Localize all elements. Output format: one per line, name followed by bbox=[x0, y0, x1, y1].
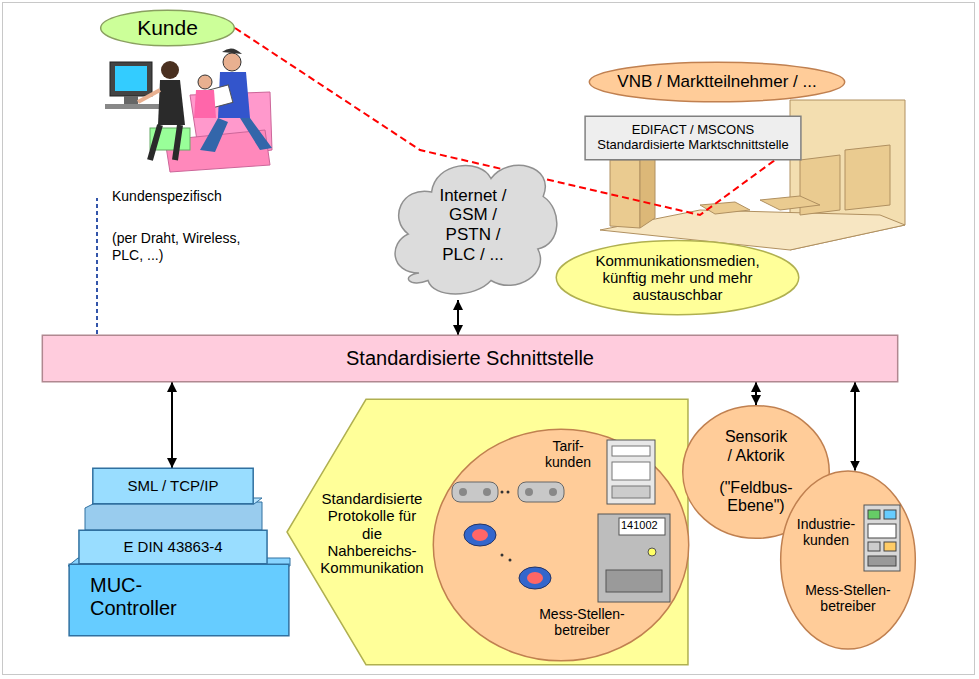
cloud-shape bbox=[395, 165, 557, 294]
text-group: Standardisierte Schnittstelle bbox=[38, 335, 902, 382]
node-text: MUC- Controller bbox=[90, 574, 210, 620]
ellipse-node: Tarif- kundenMess-Stellen- betreiber bbox=[432, 428, 690, 662]
note-label: (per Draht, Wireless, PLC, ...) bbox=[112, 230, 257, 264]
text-group: Kommunikationsmedien, künftig mehr und m… bbox=[555, 240, 800, 315]
node-text: E DIN 43863-4 bbox=[123, 538, 222, 555]
ellipse-shape bbox=[433, 429, 688, 661]
rect-shape bbox=[69, 564, 289, 635]
rect-shape bbox=[585, 116, 801, 160]
text-group: E DIN 43863-4 bbox=[78, 530, 268, 564]
hex-node: Standardisierte Protokolle für die Nahbe… bbox=[285, 398, 690, 666]
ellipse-shape bbox=[556, 240, 799, 314]
text-group: VNB / Marktteilnehmer / ... bbox=[588, 62, 846, 102]
node-text: ("Feldbus- Ebene") bbox=[711, 479, 801, 516]
ellipse-shape bbox=[781, 471, 916, 649]
ellipse-shape bbox=[101, 10, 235, 46]
rect-shape bbox=[93, 468, 253, 504]
text-group: EDIFACT / MSCONSStandardisierte Marktsch… bbox=[584, 116, 802, 160]
ellipse-node: Kunde bbox=[100, 10, 235, 46]
node-text: Standardisierte Protokolle für die Nahbe… bbox=[317, 490, 427, 576]
node-text: VNB / Marktteilnehmer / ... bbox=[617, 72, 816, 92]
double-arrow bbox=[854, 382, 856, 471]
node-text: Kunde bbox=[137, 16, 198, 40]
node-box: MUC- Controller bbox=[68, 564, 290, 636]
node-text: SML / TCP/IP bbox=[128, 477, 219, 494]
text-group: SML / TCP/IP bbox=[92, 468, 254, 504]
node-text: Mess-Stellen- betreiber bbox=[532, 606, 632, 638]
arrow-pentagon-shape bbox=[287, 399, 688, 664]
node-text: EDIFACT / MSCONS bbox=[632, 123, 755, 138]
node-box: EDIFACT / MSCONSStandardisierte Marktsch… bbox=[584, 116, 802, 160]
node-box: E DIN 43863-4 bbox=[78, 530, 268, 564]
node-text: Industrie- kunden bbox=[790, 516, 862, 548]
node-text: Mess-Stellen- betreiber bbox=[800, 582, 896, 614]
double-arrow bbox=[755, 382, 757, 405]
rect-shape bbox=[42, 335, 897, 382]
ellipse-shape bbox=[589, 62, 844, 102]
node-box: SML / TCP/IP bbox=[92, 468, 254, 504]
double-arrow bbox=[457, 300, 459, 335]
node-text: Standardisierte Marktschnittstelle bbox=[597, 138, 788, 153]
text-group: Internet / GSM / PSTN / PLC / ... bbox=[383, 150, 563, 300]
node-text: Internet / GSM / PSTN / PLC / ... bbox=[432, 186, 514, 264]
device-illustration bbox=[780, 470, 916, 650]
rect-shape bbox=[79, 530, 267, 564]
node-box: Standardisierte Schnittstelle bbox=[38, 335, 902, 382]
note-label: Kundenspezifisch bbox=[112, 188, 222, 205]
node-text: Standardisierte Schnittstelle bbox=[346, 347, 594, 370]
ellipse-node: VNB / Marktteilnehmer / ... bbox=[588, 62, 846, 102]
cloud-node: Internet / GSM / PSTN / PLC / ... bbox=[383, 150, 563, 300]
node-text: Kommunikationsmedien, künftig mehr und m… bbox=[585, 252, 770, 304]
text-group: Kunde bbox=[100, 10, 235, 46]
node-text: Tarif- kunden bbox=[537, 438, 599, 470]
ellipse-node: Kommunikationsmedien, künftig mehr und m… bbox=[555, 240, 800, 315]
ellipse-node: Industrie- kundenMess-Stellen- betreiber bbox=[780, 470, 916, 650]
node-text: Sensorik / Aktorik bbox=[722, 428, 790, 465]
double-arrow bbox=[171, 382, 173, 468]
